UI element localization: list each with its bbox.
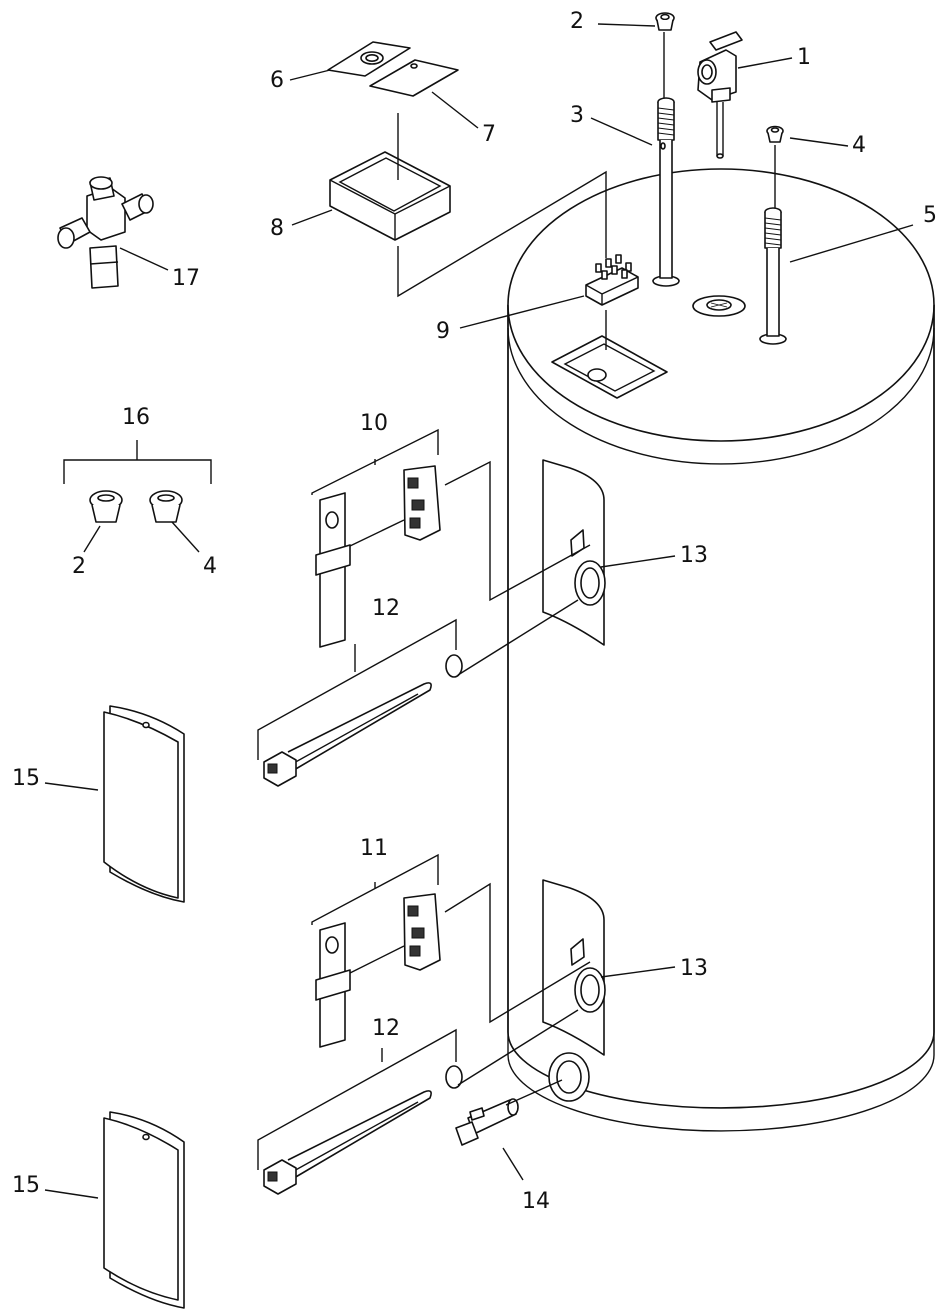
upper-access-cover-part-15 [103,705,185,903]
lower-access-opening [542,879,606,1056]
callout-9: 9 [436,319,450,344]
tp-relief-valve [697,31,743,159]
callout-1: 1 [797,45,811,70]
junction-box-recess [551,335,668,399]
cap-part-4 [766,125,784,143]
callout-14: 14 [522,1189,550,1214]
drain-valve-part-14 [455,1098,519,1146]
callout-12-upper: 12 [372,596,400,621]
callout-15-upper: 15 [12,766,40,791]
junction-cover-plate-part-6 [327,41,411,77]
callout-16: 16 [122,405,150,430]
callout-17: 17 [172,266,200,291]
callout-4-kit: 4 [203,554,217,579]
lower-heating-element-part-12 [263,1065,463,1195]
outlet-pipe-part-5 [764,207,782,337]
callout-4-top: 4 [852,133,866,158]
cap-kit-part-16 [63,440,212,523]
mixing-valve-part-17 [57,176,154,289]
upper-thermostat-part-10 [315,465,441,648]
callout-10: 10 [360,411,388,436]
terminal-block-part-9 [585,254,639,306]
callout-2-kit: 2 [72,554,86,579]
cap-part-2 [655,12,675,31]
inlet-pipe-part-3 [657,97,675,279]
drain-outlet [548,1052,590,1102]
callouts: 1 2 3 4 5 6 7 8 9 10 11 12 12 13 13 14 1… [12,9,937,1214]
junction-box-frame-part-8 [329,151,451,241]
callout-7: 7 [482,122,496,147]
callout-12-lower: 12 [372,1016,400,1041]
callout-13-lower: 13 [680,956,708,981]
callout-6: 6 [270,68,284,93]
callout-8: 8 [270,216,284,241]
callout-13-upper: 13 [680,543,708,568]
callout-3: 3 [570,103,584,128]
lower-access-cover-part-15 [103,1111,185,1309]
callout-5: 5 [923,203,937,228]
junction-cover-part-7 [369,59,459,97]
upper-heating-element-part-12 [263,654,463,787]
callout-11: 11 [360,836,388,861]
callout-15-lower: 15 [12,1173,40,1198]
leader-lines [44,23,914,1199]
lower-thermostat-part-11 [315,893,441,1048]
callout-2-top: 2 [570,9,584,34]
